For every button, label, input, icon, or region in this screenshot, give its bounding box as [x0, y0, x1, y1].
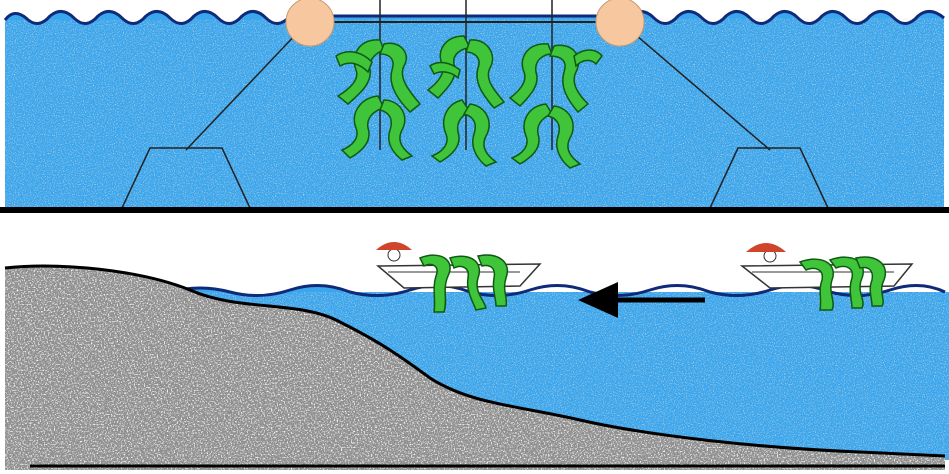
- hat-icon: [376, 242, 412, 250]
- buoy-icon: [286, 0, 334, 46]
- buoy-icon: [596, 0, 644, 46]
- top-panel: [5, 0, 944, 208]
- panel-divider: [0, 207, 949, 213]
- hat-icon: [746, 243, 786, 252]
- bottom-panel: [5, 242, 949, 470]
